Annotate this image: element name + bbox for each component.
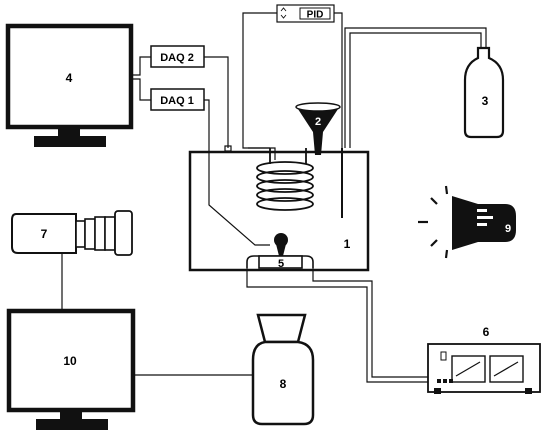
wire-daq1-thermocouple [204,99,270,246]
daq-2-frame [150,45,205,68]
label-8: 8 [280,377,287,391]
monitor-10-neck [60,410,82,419]
psu-6-terminal-3 [449,379,453,383]
droplet-icon [274,233,288,247]
chamber-1: 1 [188,148,370,272]
label-3: 3 [482,94,489,108]
psu-6-terminals [437,379,453,383]
psu-6-needle-left [455,361,481,377]
monitor-10: 10 [6,308,136,430]
flask-8: 8 [251,313,315,426]
psu-6-needle-right [493,361,519,377]
daq-2-label: DAQ 2 [160,52,194,64]
camera-7-body [11,213,77,254]
label-5: 5 [278,258,284,270]
label-4: 4 [66,71,73,85]
funnel-2: 2 [295,102,341,155]
light-9-slot-2 [477,216,493,219]
light-ray-5 [444,249,449,259]
psu-6-foot-right [525,388,532,394]
bottle-3-body [463,46,505,139]
psu-6-foot-left [434,388,441,394]
camera-7-lens-ring-3 [94,216,106,251]
heater-5: 5 [246,233,314,270]
chamber-1-wall [188,150,370,272]
light-ray-1 [430,197,438,205]
bottle-3: 3 [463,46,505,139]
light-ray-2 [444,185,449,195]
funnel-2-rim [295,102,341,112]
wire-pid-heater-left [242,12,277,160]
light-ray-4 [430,239,438,247]
monitor-4-neck [58,127,80,136]
heating-coil-icon [256,148,314,211]
psu-6-terminal-2 [443,379,447,383]
camera-7-lens-ring-1 [75,220,86,248]
coil-turn-1 [256,161,314,175]
camera-7: 7 [11,210,133,256]
psu-6-terminal-1 [437,379,441,383]
heater-5-plate [258,255,303,269]
wire-pc-daq2 [131,56,151,76]
label-7: 7 [41,227,48,241]
pid-up-arrow-icon [280,7,287,12]
pid-down-arrow-icon [280,14,287,19]
label-9: 9 [505,223,511,235]
label-2: 2 [315,116,321,128]
daq-1-label: DAQ 1 [160,95,194,107]
flask-8-cap [256,313,307,344]
pid-display [299,7,331,20]
droplet-stem [276,244,286,256]
cable-heater-psu-outer [246,268,428,383]
daq-1-frame [150,88,205,111]
pid-label: PID [307,10,324,21]
label-10: 10 [63,354,77,368]
wiring [61,12,487,383]
camera-7-lens-ring-4 [104,216,116,251]
monitor-10-base [36,419,108,430]
coil-turn-4 [256,188,314,202]
coil-turn-2 [256,170,314,184]
wire-pc-daq1 [131,78,151,101]
cable-heater-psu-inner [312,268,428,378]
light-rays-icon [418,185,449,259]
camera-7-lens-hood [114,210,133,256]
tube-bottle-outer [344,27,487,148]
wire-daq2-chamber [204,56,229,148]
flask-8-body [251,340,315,426]
daq-2-box: DAQ 2 [150,45,205,68]
monitor-4-base [34,136,106,147]
power-supply-6: 6 [427,325,541,394]
coil-turn-3 [256,179,314,193]
coil-turn-5 [256,197,314,211]
pid-controller: PID [276,4,335,23]
funnel-2-body [296,106,340,155]
label-6: 6 [483,325,490,339]
monitor-4: 4 [5,23,134,147]
light-9-slot-3 [477,223,487,226]
monitor-4-screen [5,23,134,130]
tube-bottle-inner [349,32,482,148]
wire-pid-heater-right [334,12,343,148]
daq-1-box: DAQ 1 [150,88,205,111]
light-source-9: 9 [418,185,516,259]
label-1: 1 [344,237,351,251]
camera-7-lens-ring-2 [84,218,96,250]
light-9-slot-1 [477,209,487,212]
psu-6-switch [440,351,447,361]
